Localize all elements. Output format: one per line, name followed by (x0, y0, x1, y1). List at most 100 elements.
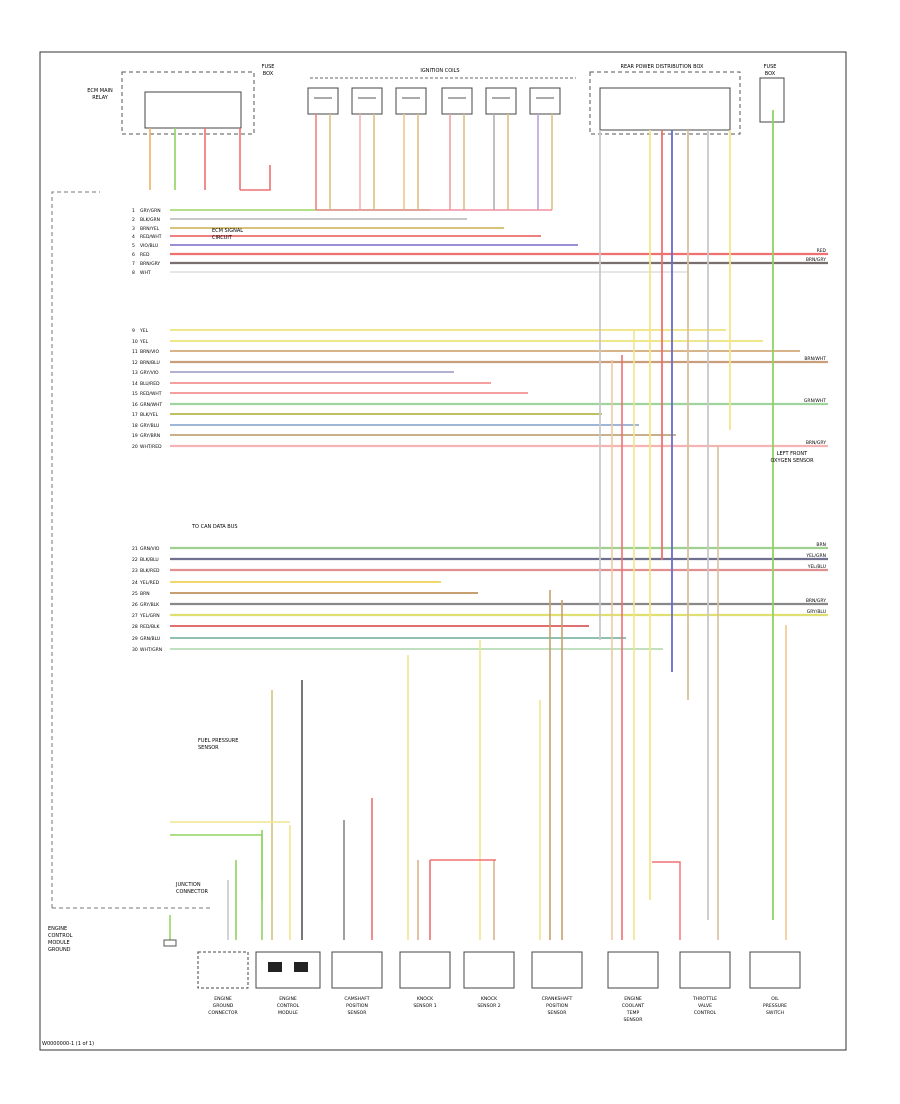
component-label: CONTROL (694, 1010, 717, 1016)
footer-code: W0000000-1 (1 of 1) (42, 1041, 94, 1047)
row-pin-number: 12 (132, 360, 138, 366)
component-label: SENSOR 1 (413, 1003, 436, 1009)
fuse-small-box (759, 77, 785, 123)
component-box (197, 951, 249, 989)
top-connectors (121, 71, 785, 135)
component-label: TEMP (626, 1010, 640, 1016)
row-pin-number: 17 (132, 412, 138, 418)
row-pin-number: 23 (132, 568, 138, 574)
mid-right-note-2: OXYGEN SENSOR (770, 458, 814, 464)
mid-note-2: CIRCUIT (212, 235, 233, 241)
component-label: MODULE (278, 1010, 298, 1016)
row-wire-label: BRN/VIO (140, 349, 160, 355)
row-pin-number: 2 (132, 217, 135, 223)
ecm-connector-left (268, 962, 282, 972)
row-wire-label: GRY/BRN (140, 433, 160, 439)
component-label: SENSOR (348, 1010, 368, 1016)
lower-note-1: FUEL PRESSURE (198, 738, 238, 744)
row-pin-number: 19 (132, 433, 138, 439)
row-wire-label: GRN/WHT (140, 402, 162, 408)
component-label: SENSOR 2 (477, 1003, 500, 1009)
right-wire-label: BRN (816, 542, 826, 548)
row-pin-number: 1 (132, 208, 135, 214)
mid-note-1: ECM SIGNAL (212, 228, 243, 234)
green-feed-wire (170, 834, 263, 900)
row-pin-number: 18 (132, 423, 138, 429)
fuse-small-label-1: FUSE (764, 64, 777, 70)
ecm-main-relay-inner (144, 91, 242, 129)
row-wire-label: YEL (139, 339, 149, 345)
row-wire-label: WHT (140, 270, 151, 276)
rear-jbox-inner (599, 87, 731, 131)
component-label: POSITION (346, 1003, 368, 1009)
row-pin-number: 29 (132, 636, 138, 642)
ignition-coil-6 (529, 87, 561, 115)
right-wire-label: BRN/GRY (806, 257, 826, 263)
row-pin-number: 9 (132, 328, 135, 334)
ground-note-2: CONTROL (48, 933, 73, 939)
row-wire-label: GRY/VIO (140, 370, 159, 376)
row-pin-number: 5 (132, 243, 135, 249)
ecm-relay-label-2: RELAY (92, 95, 109, 101)
component-label: CONTROL (277, 1003, 300, 1009)
ignition-coil-5 (485, 87, 517, 115)
row-pin-number: 8 (132, 270, 135, 276)
row-wire-label: GRN/VIO (140, 546, 160, 552)
row-pin-number: 20 (132, 444, 138, 450)
row-wire-label: BLK/YEL (140, 412, 159, 418)
mid-right-note-1: LEFT FRONT (777, 451, 808, 457)
row-pin-number: 21 (132, 546, 138, 552)
ignition-coil-1 (307, 87, 339, 115)
row-wire-label: GRY/BLK (140, 602, 160, 608)
component-label: VALVE (698, 1003, 712, 1009)
row-wire-label: BLK/BLU (140, 557, 159, 563)
row-pin-number: 30 (132, 647, 138, 653)
row-wire-label: WHT/RED (140, 444, 162, 450)
row-pin-number: 25 (132, 591, 138, 597)
row-wire-label: YEL/GRN (139, 613, 160, 619)
component-box (531, 951, 583, 989)
row-pin-number: 27 (132, 613, 138, 619)
ecm-relay-label-1: ECM MAIN (87, 88, 113, 94)
rear-jbox-box (589, 71, 741, 135)
connector-row: 8 WHT (132, 270, 151, 276)
row-wire-label: RED/BLK (140, 624, 161, 630)
row-pin-number: 10 (132, 339, 138, 345)
component-label: GROUND (213, 1003, 234, 1009)
component-label: ENGINE (214, 996, 232, 1002)
ignition-coils-label: IGNITION COILS (420, 68, 459, 74)
row-pin-number: 13 (132, 370, 138, 376)
row-pin-number: 4 (132, 234, 135, 240)
wire-harness (149, 110, 828, 947)
row-wire-label: BRN (140, 591, 150, 597)
ground-note-3: MODULE (48, 940, 70, 946)
component-label: OIL (771, 996, 779, 1002)
right-wire-label: YEL/GRN (805, 553, 826, 559)
row-wire-label: RED/WHT (140, 234, 162, 240)
component-label: CONNECTOR (208, 1010, 238, 1016)
component-label: CAMSHAFT (344, 996, 369, 1002)
row-pin-number: 6 (132, 252, 135, 258)
component-box (607, 951, 659, 989)
component-label: KNOCK (481, 996, 498, 1002)
row-pin-number: 11 (132, 349, 138, 355)
